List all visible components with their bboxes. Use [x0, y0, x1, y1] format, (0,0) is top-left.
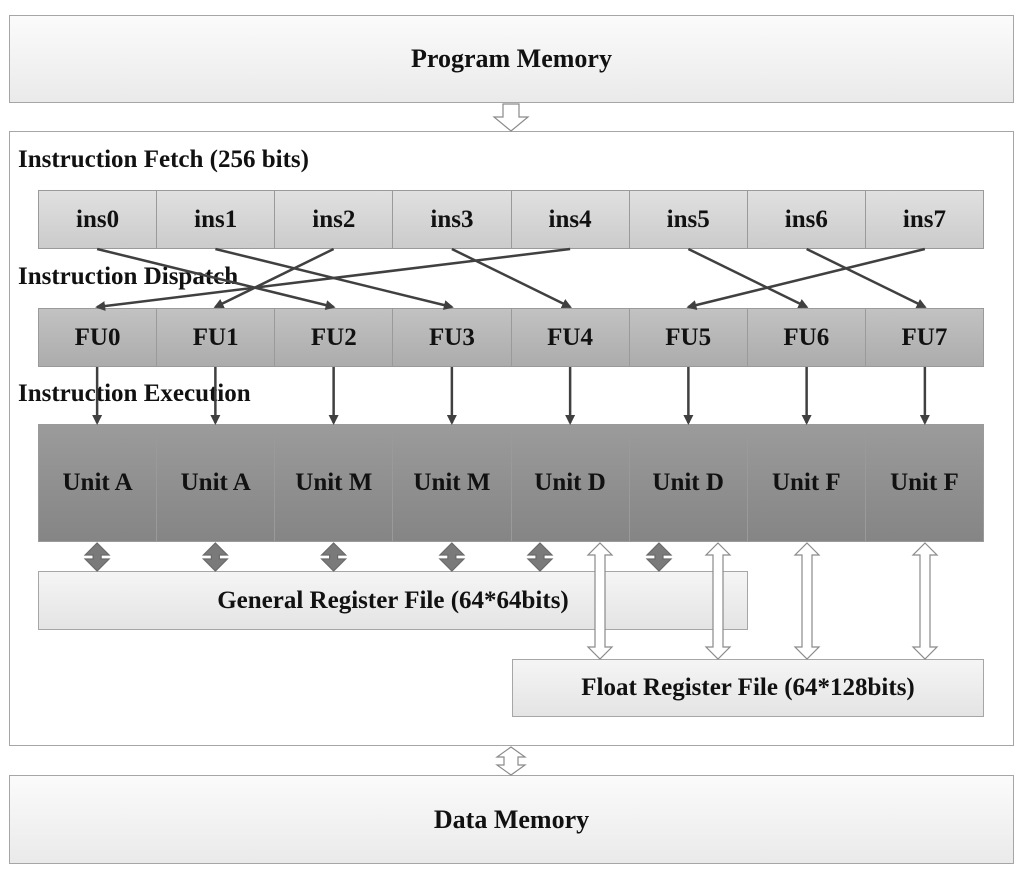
- functional-unit-row: FU0 FU1 FU2 FU3 FU4 FU5 FU6 FU7: [38, 308, 984, 367]
- instruction-slot: ins7: [864, 190, 984, 249]
- execution-unit: Unit A: [38, 424, 157, 542]
- general-register-file: General Register File (64*64bits): [38, 571, 748, 630]
- program-memory: Program Memory: [9, 15, 1014, 103]
- dispatch-stage-label: Instruction Dispatch: [18, 263, 239, 290]
- instruction-slot: ins5: [628, 190, 747, 249]
- execution-unit-row: Unit A Unit A Unit M Unit M Unit D Unit …: [38, 424, 984, 542]
- execution-unit: Unit M: [274, 424, 393, 542]
- functional-unit: FU4: [510, 308, 629, 367]
- execution-unit: Unit A: [156, 424, 275, 542]
- execution-unit: Unit D: [628, 424, 747, 542]
- instruction-slot: ins1: [156, 190, 275, 249]
- instruction-slot: ins3: [392, 190, 511, 249]
- general-register-file-label: General Register File (64*64bits): [217, 586, 569, 614]
- execution-unit: Unit F: [864, 424, 984, 542]
- data-memory: Data Memory: [9, 775, 1014, 864]
- execution-unit: Unit D: [510, 424, 629, 542]
- functional-unit: FU0: [38, 308, 157, 367]
- program-memory-label: Program Memory: [411, 44, 612, 73]
- execution-unit: Unit M: [392, 424, 511, 542]
- fetch-stage-label: Instruction Fetch (256 bits): [18, 146, 309, 173]
- float-register-file-label: Float Register File (64*128bits): [581, 674, 915, 701]
- functional-unit: FU1: [156, 308, 275, 367]
- instruction-slot: ins2: [274, 190, 393, 249]
- instruction-fetch-row: ins0 ins1 ins2 ins3 ins4 ins5 ins6 ins7: [38, 190, 984, 249]
- functional-unit: FU2: [274, 308, 393, 367]
- execution-unit: Unit F: [746, 424, 865, 542]
- instruction-slot: ins0: [38, 190, 157, 249]
- functional-unit: FU3: [392, 308, 511, 367]
- data-memory-arrow: [495, 746, 527, 776]
- functional-unit: FU6: [746, 308, 865, 367]
- instruction-slot: ins4: [510, 190, 629, 249]
- execution-stage-label: Instruction Execution: [18, 380, 251, 407]
- program-memory-arrow: [492, 103, 530, 132]
- data-memory-label: Data Memory: [433, 804, 590, 834]
- functional-unit: FU5: [628, 308, 747, 367]
- float-register-file: Float Register File (64*128bits): [512, 659, 984, 717]
- instruction-slot: ins6: [746, 190, 865, 249]
- functional-unit: FU7: [864, 308, 984, 367]
